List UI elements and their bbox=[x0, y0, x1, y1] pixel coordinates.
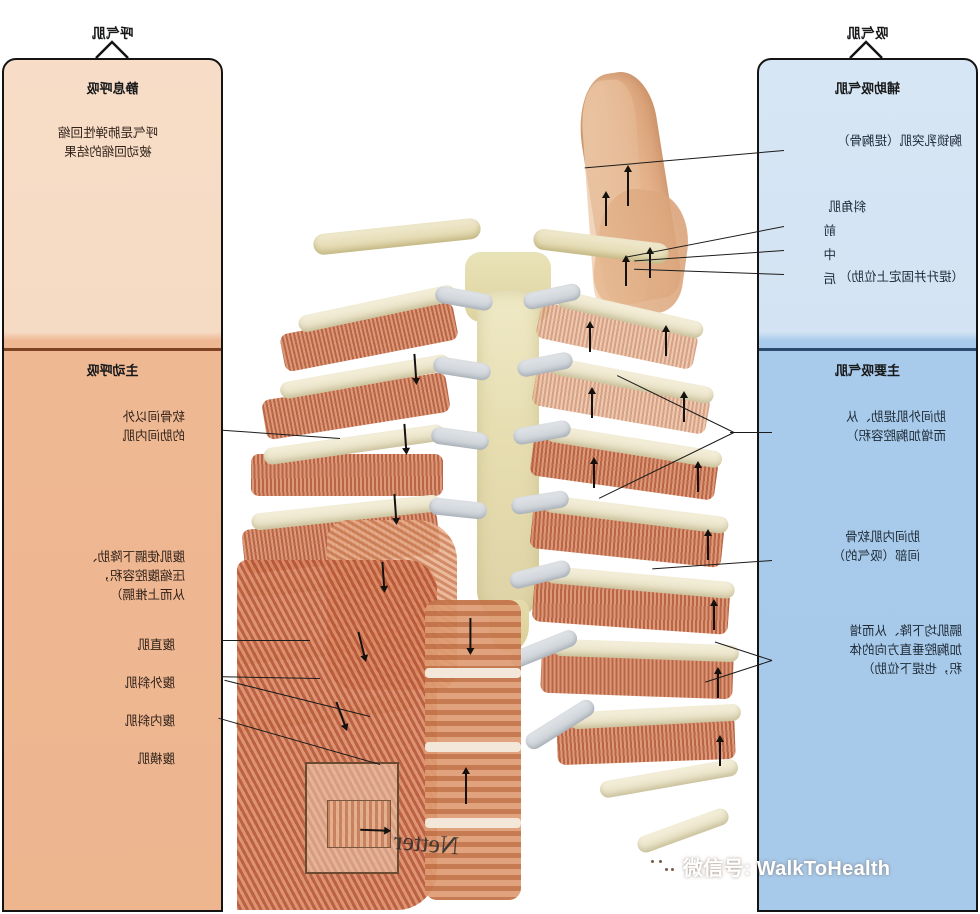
label-passive-expiration: 呼气是肺弹性回缩 被动回缩的结果 bbox=[58, 126, 159, 159]
rib-bone bbox=[634, 806, 732, 855]
panel-heading-quiet-breathing: 静息呼吸 bbox=[86, 81, 139, 96]
label-scalene-posterior: 后 bbox=[823, 272, 836, 286]
panel-heading-accessory-inspiratory: 辅助吸气肌 bbox=[835, 81, 901, 96]
contraction-arrow bbox=[717, 672, 719, 698]
label-rectus-abdominis: 腹直肌 bbox=[137, 638, 175, 652]
contraction-arrow bbox=[591, 392, 593, 418]
contraction-arrow bbox=[665, 330, 667, 356]
contraction-arrow bbox=[627, 170, 629, 206]
thoracic-anatomy-drawing: Netter bbox=[223, 0, 757, 914]
label-scalene-group: 斜角肌 bbox=[828, 200, 866, 214]
contraction-arrow bbox=[465, 772, 467, 804]
wechat-icon bbox=[646, 854, 676, 879]
label-external-oblique: 腹外斜肌 bbox=[124, 676, 175, 690]
contraction-arrow bbox=[625, 260, 627, 286]
label-scalene-middle: 中 bbox=[823, 248, 836, 262]
contraction-arrow bbox=[469, 618, 471, 650]
label-internal-oblique: 腹内斜肌 bbox=[124, 714, 175, 728]
watermark-text: 微信号: WalkToHealth bbox=[683, 858, 891, 880]
label-scalene-anterior: 前 bbox=[823, 224, 836, 238]
panel-heading-active-breathing: 主动呼吸 bbox=[86, 363, 139, 378]
artist-signature: Netter bbox=[392, 825, 461, 861]
tab-notch-left bbox=[849, 40, 883, 59]
label-scalene-note: （提升并固定上位肋） bbox=[838, 270, 964, 284]
expiratory-muscles-panel: 静息呼吸 呼气是肺弹性回缩 被动回缩的结果 主动呼吸 软骨间以外 的肋间内肌 腹… bbox=[2, 58, 223, 912]
contraction-arrow bbox=[707, 534, 709, 560]
rib-bone bbox=[598, 757, 740, 800]
panel-heading-primary-inspiratory: 主要吸气肌 bbox=[835, 363, 901, 378]
leader-line-rectus bbox=[222, 640, 310, 642]
tendinous-intersection bbox=[425, 818, 521, 828]
label-diaphragm: 膈肌均下降、从而增 加胸腔垂直方向的体 积，也提下位肋） bbox=[849, 624, 962, 676]
contraction-arrow bbox=[719, 740, 721, 766]
label-sternocleidomastoid: 胸锁乳突肌（提胸骨） bbox=[836, 134, 962, 148]
contraction-arrow bbox=[605, 196, 607, 226]
leader-line-ext-ic bbox=[730, 432, 772, 434]
label-abdominal-muscles-note: 腹肌使膈下降肋、 压缩腹腔容积， 从而上推膈） bbox=[84, 550, 185, 602]
contraction-arrow bbox=[697, 466, 699, 492]
contraction-arrow bbox=[593, 462, 595, 488]
label-internal-intercostals-interchondral: 肋间内肌软骨 间部（吸气的） bbox=[832, 530, 920, 563]
label-transversus-abdominis: 腹横肌 bbox=[137, 752, 175, 766]
tendinous-intersection bbox=[425, 668, 521, 678]
label-external-intercostals: 肋间外肌提肋、从 而增加胸腔容积） bbox=[845, 410, 946, 443]
tab-notch-right bbox=[95, 40, 129, 59]
tendinous-intersection bbox=[425, 742, 521, 752]
panel-divider bbox=[759, 348, 976, 351]
contraction-arrow bbox=[713, 604, 715, 630]
contraction-arrow bbox=[649, 252, 651, 278]
inspiratory-muscles-panel: 辅助吸气肌 胸锁乳突肌（提胸骨） 斜角肌 前 中 后 （提升并固定上位肋） 主要… bbox=[757, 58, 978, 912]
clavicle-right bbox=[312, 217, 482, 256]
panel-divider bbox=[4, 348, 221, 351]
label-internal-intercostals: 软骨间以外 的肋间内肌 bbox=[122, 410, 185, 443]
contraction-arrow bbox=[589, 326, 591, 352]
watermark: 微信号: WalkToHealth bbox=[646, 852, 890, 881]
